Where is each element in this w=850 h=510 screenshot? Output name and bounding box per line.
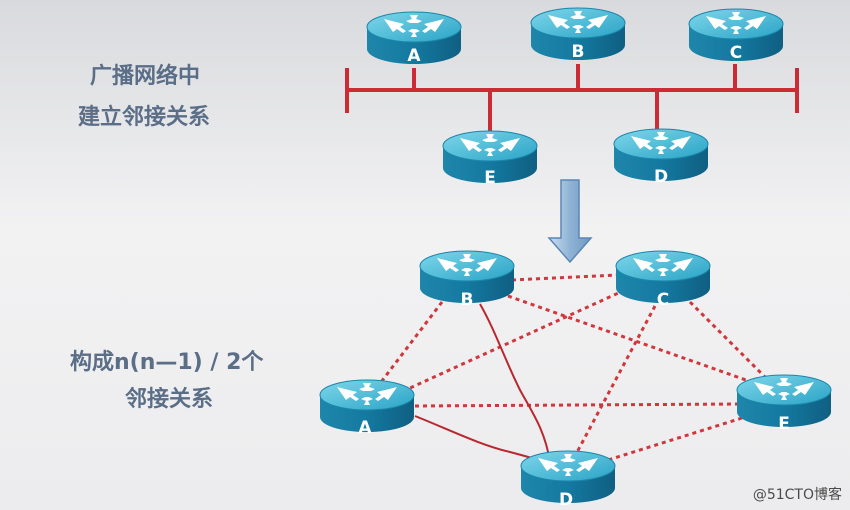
- router-b-mesh-label: B: [461, 290, 474, 310]
- router-d-top: D: [613, 128, 709, 187]
- caption-adjacency-count: 邻接关系: [125, 387, 214, 412]
- router-a-top-label: A: [407, 46, 421, 66]
- router-c-top: C: [688, 8, 784, 63]
- router-e-top-label: E: [484, 168, 496, 188]
- down-arrow-icon: [547, 179, 593, 264]
- link-e-d: [607, 416, 743, 462]
- router-a-mesh: A: [319, 379, 415, 438]
- router-e-mesh: E: [736, 374, 832, 434]
- router-b-top-label: B: [572, 42, 585, 62]
- router-c-top-label: C: [730, 43, 742, 63]
- router-c-mesh-label: C: [657, 290, 669, 310]
- router-d-top-label: D: [654, 167, 668, 187]
- link-b-e: [507, 294, 761, 387]
- caption-adjacency: 建立邻接关系: [78, 105, 211, 130]
- caption-formula: 构成n(n—1) / 2个: [70, 350, 264, 375]
- caption-broadcast: 广播网络中: [90, 64, 201, 89]
- router-e-top: E: [442, 130, 538, 188]
- link-b-c: [511, 273, 619, 282]
- router-b-top: B: [530, 7, 626, 62]
- link-c-d: [573, 305, 657, 457]
- watermark: @51CTO博客: [752, 487, 842, 503]
- router-a-mesh-label: A: [358, 418, 372, 438]
- link-a-e: [414, 402, 739, 408]
- router-c-mesh: C: [615, 250, 711, 310]
- router-e-mesh-label: E: [778, 414, 790, 434]
- broadcast-bus: [345, 64, 799, 132]
- router-d-mesh-label: D: [559, 490, 573, 510]
- router-d-mesh: D: [520, 450, 616, 510]
- router-b-mesh: B: [419, 250, 515, 310]
- link-c-a: [409, 288, 626, 390]
- mesh-links: [373, 273, 772, 462]
- router-a-top: A: [366, 11, 462, 66]
- link-b-a: [373, 301, 444, 391]
- link-c-e: [688, 300, 772, 384]
